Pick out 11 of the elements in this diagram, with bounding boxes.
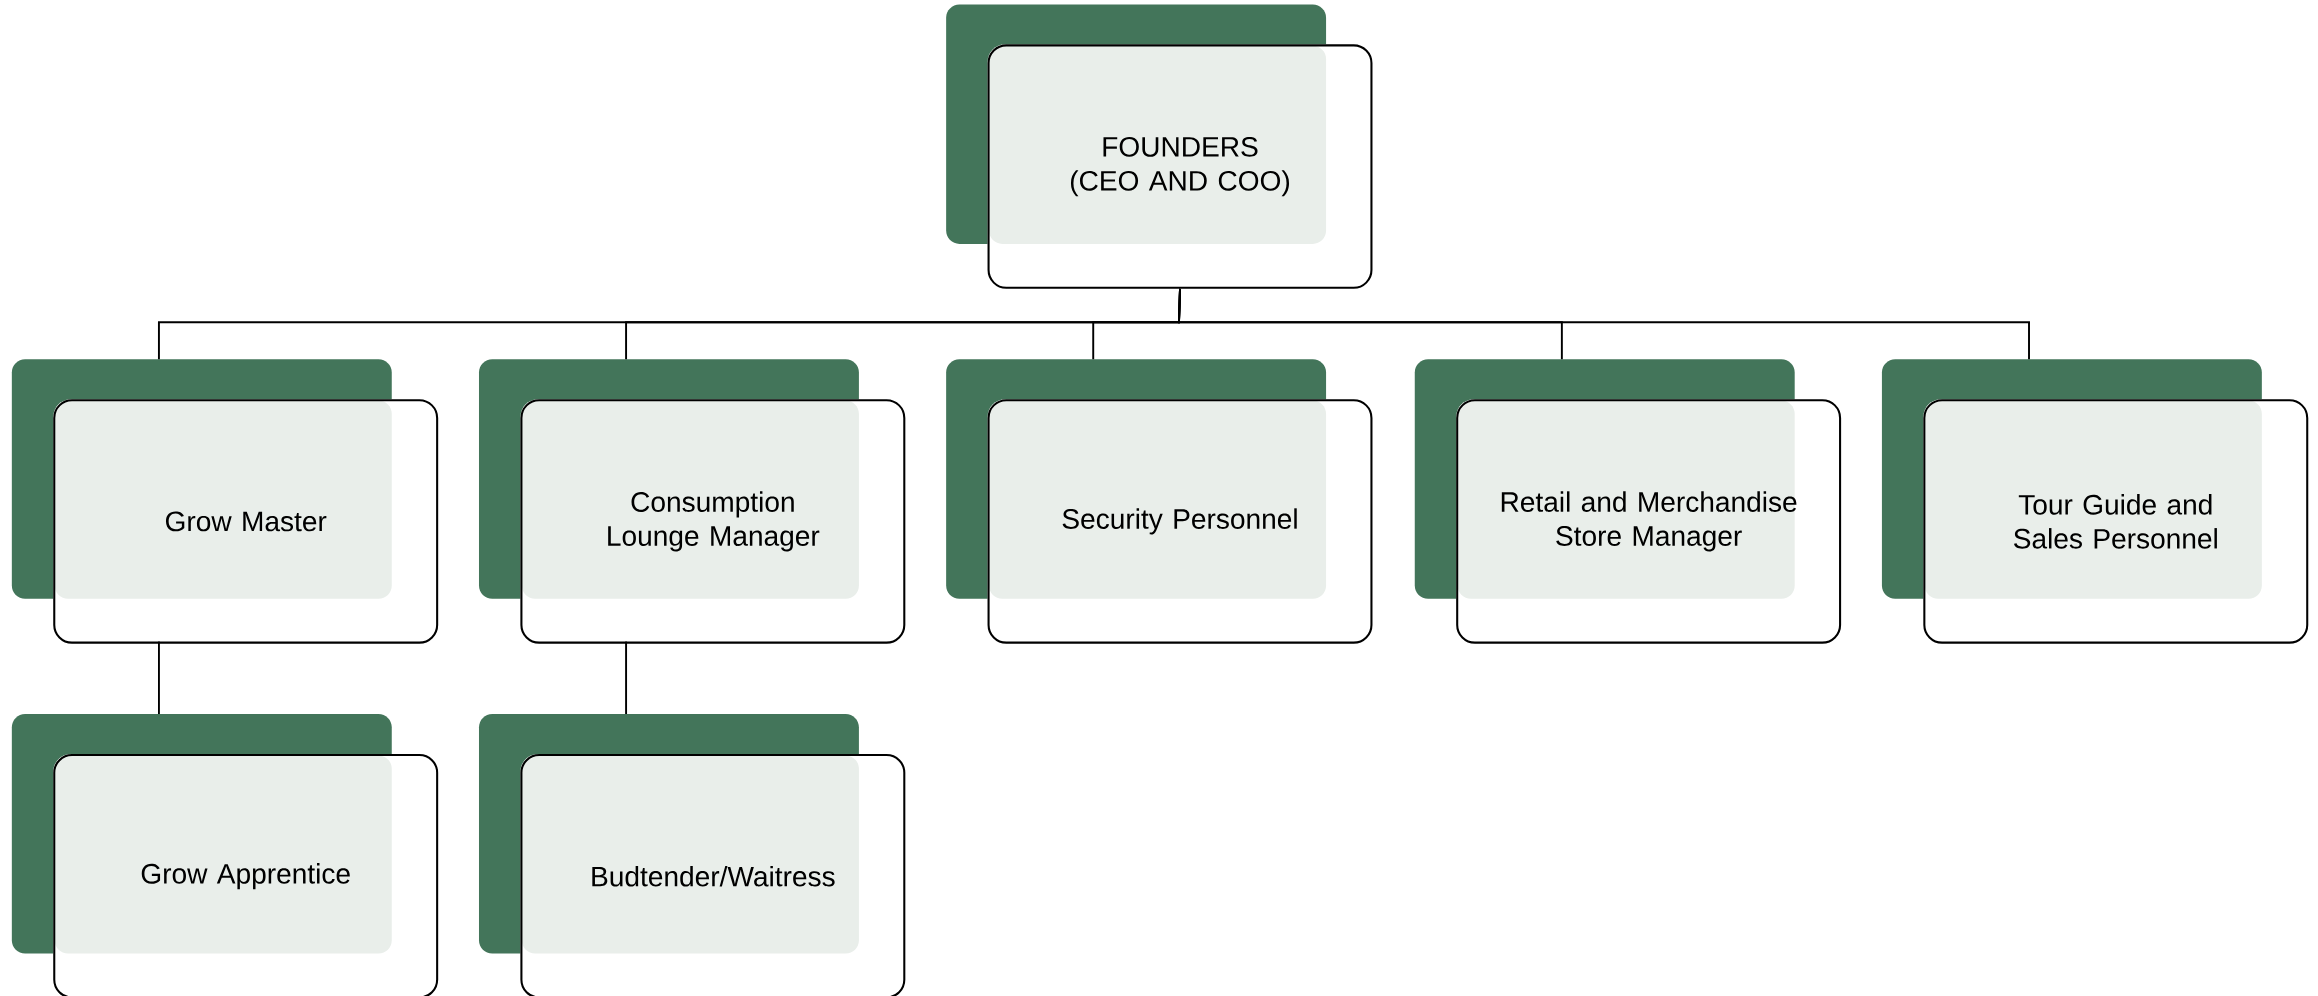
org-box: Retail and Merchandise Store Manager (1414, 359, 1842, 644)
connector-line (625, 640, 628, 715)
org-box: Security Personnel (946, 359, 1373, 644)
org-box: Grow Master (11, 359, 439, 644)
org-box: Consumption Lounge Manager (479, 359, 906, 644)
org-box: FOUNDERS (CEO AND COO) (946, 4, 1373, 289)
connector-line (157, 640, 160, 715)
org-box: Tour Guide and Sales Personnel (1881, 359, 2309, 644)
org-box: Budtender/Waitress (479, 713, 906, 996)
connector-line (1177, 287, 2030, 360)
org-box: Grow Apprentice (11, 713, 439, 996)
